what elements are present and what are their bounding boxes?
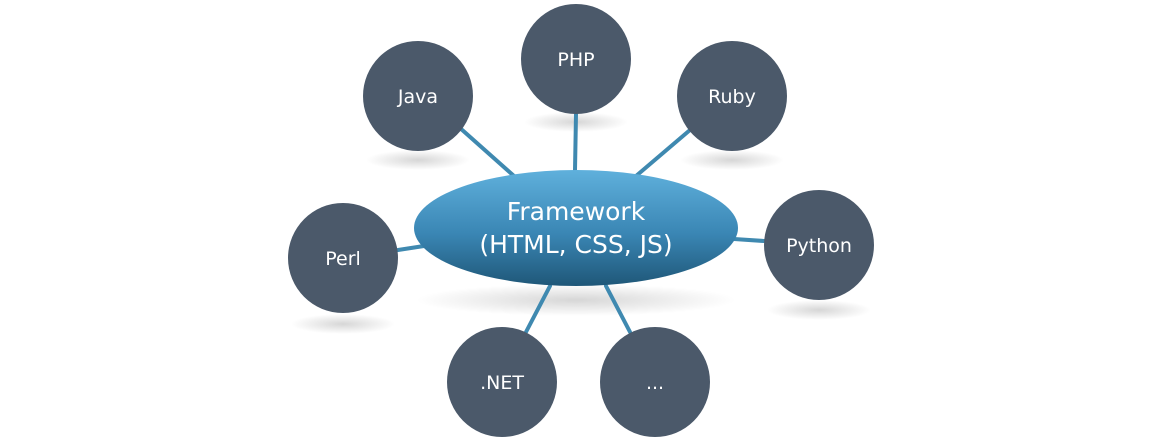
- node-circle-dotnet: [447, 327, 557, 437]
- connector-dotnet: [524, 284, 552, 334]
- node-circle-python: [764, 190, 874, 300]
- connector-python: [732, 237, 766, 243]
- node-dotnet: .NET: [447, 327, 557, 437]
- shadow-java: [366, 150, 470, 170]
- node-python: Python: [764, 190, 874, 300]
- node-circle-more: [600, 327, 710, 437]
- node-label-perl: Perl: [325, 248, 361, 270]
- node-ruby: Ruby: [677, 41, 787, 151]
- node-label-php: PHP: [557, 49, 594, 71]
- node-java: Java: [363, 41, 473, 151]
- center-node: Framework (HTML, CSS, JS): [414, 170, 738, 286]
- node-php: PHP: [521, 4, 631, 114]
- connector-java: [458, 126, 516, 178]
- shadow-perl: [291, 314, 395, 334]
- node-more: ...: [600, 327, 710, 437]
- connector-perl: [396, 244, 426, 252]
- center-subtitle: (HTML, CSS, JS): [479, 230, 672, 259]
- node-perl: Perl: [288, 203, 398, 313]
- connector-php: [573, 112, 578, 172]
- center-ellipse: [414, 170, 738, 286]
- node-circle-perl: [288, 203, 398, 313]
- node-circle-java: [363, 41, 473, 151]
- node-label-ruby: Ruby: [708, 86, 756, 108]
- connector-ruby: [634, 128, 692, 178]
- node-label-java: Java: [397, 86, 438, 108]
- node-circle-ruby: [677, 41, 787, 151]
- shadow-center: [416, 284, 736, 316]
- node-label-dotnet: .NET: [480, 372, 524, 394]
- node-label-python: Python: [786, 235, 852, 257]
- shadow-python: [767, 300, 871, 320]
- node-label-more: ...: [646, 372, 664, 394]
- shadow-ruby: [680, 150, 784, 170]
- center-title: Framework: [507, 197, 646, 226]
- node-circle-php: [521, 4, 631, 114]
- node-shadows: [291, 112, 871, 334]
- connectors: [396, 112, 766, 334]
- connector-more: [604, 284, 632, 334]
